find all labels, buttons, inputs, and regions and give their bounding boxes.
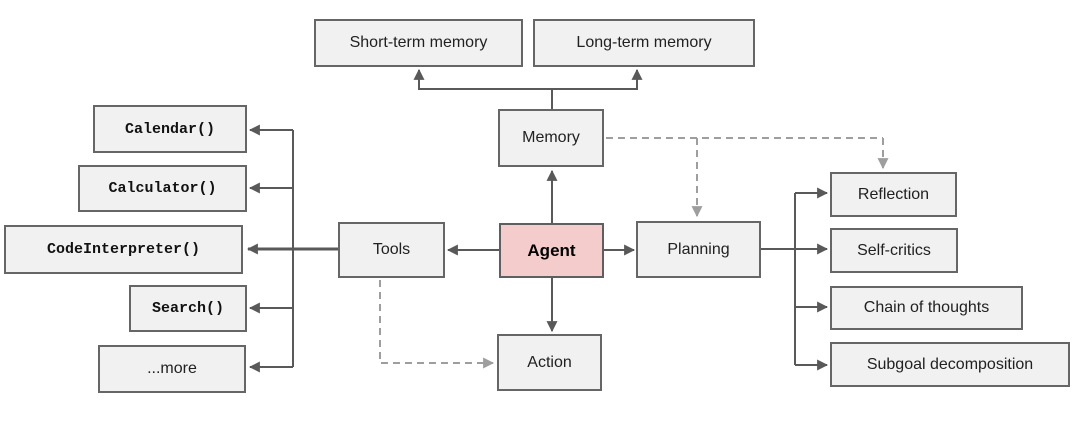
node-reflection: Reflection xyxy=(830,172,957,217)
node-agent: Agent xyxy=(499,223,604,278)
edge-tools-action-dashed xyxy=(379,280,495,369)
node-search: Search() xyxy=(129,285,247,332)
node-memory: Memory xyxy=(498,109,604,167)
node-short-term-memory: Short-term memory xyxy=(314,19,523,67)
edge-planning-techniques xyxy=(761,187,829,371)
edge-memory-to-memories xyxy=(413,68,643,109)
node-long-term-memory: Long-term memory xyxy=(533,19,755,67)
edge-memory-dashed xyxy=(606,137,889,218)
node-code-interpreter: CodeInterpreter() xyxy=(4,225,243,274)
node-calendar: Calendar() xyxy=(93,105,247,153)
node-calculator: Calculator() xyxy=(78,165,247,212)
edge-tools-toollist xyxy=(246,124,338,373)
node-planning: Planning xyxy=(636,221,761,278)
node-self-critics: Self-critics xyxy=(830,228,958,273)
node-subgoal-decomposition: Subgoal decomposition xyxy=(830,342,1070,387)
node-chain-of-thoughts: Chain of thoughts xyxy=(830,286,1023,330)
node-more: ...more xyxy=(98,345,246,393)
node-action: Action xyxy=(497,334,602,391)
node-tools: Tools xyxy=(338,222,445,278)
